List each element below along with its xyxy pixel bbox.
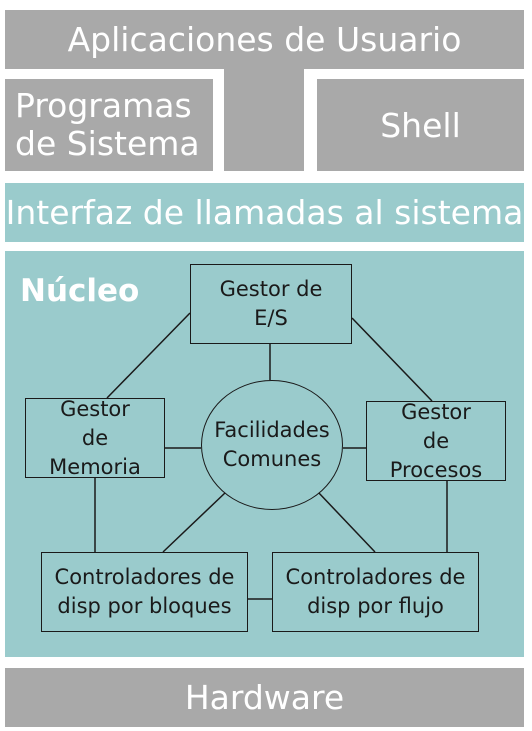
process-manager-line3: Procesos xyxy=(389,457,483,482)
common-facilities-line2: Comunes xyxy=(222,447,322,471)
user-applications-layer: Aplicaciones de Usuario xyxy=(5,10,524,69)
system-programs-label-line1: Programas xyxy=(15,86,192,125)
kernel-title: Núcleo xyxy=(20,273,140,309)
system-programs-label-line2: de Sistema xyxy=(15,124,200,163)
syscall-interface-layer: Interfaz de llamadas al sistema xyxy=(5,183,524,242)
stream-device-drivers-node: Controladores de disp por flujo xyxy=(272,552,479,632)
memory-manager-line3: Memoria xyxy=(49,454,141,479)
memory-manager-line1: Gestor xyxy=(60,396,130,421)
shell-label: Shell xyxy=(380,105,461,145)
common-facilities-node: Facilidades Comunes xyxy=(201,380,343,510)
hardware-label: Hardware xyxy=(184,678,345,717)
process-manager-line1: Gestor xyxy=(401,399,471,424)
io-manager-line2: E/S xyxy=(254,306,288,330)
system-programs-layer: Programas de Sistema xyxy=(5,79,213,171)
edge-io-memory xyxy=(106,312,191,399)
user-applications-label: Aplicaciones de Usuario xyxy=(67,20,462,59)
process-manager-node: Gestor de Procesos xyxy=(366,399,506,482)
edge-core-block xyxy=(162,491,227,553)
io-manager-node: Gestor de E/S xyxy=(190,264,352,344)
memory-manager-node: Gestor de Memoria xyxy=(25,396,165,479)
block-device-drivers-node: Controladores de disp por bloques xyxy=(41,552,248,632)
hardware-layer: Hardware xyxy=(5,668,524,727)
memory-manager-line2: de xyxy=(81,425,109,450)
process-manager-line2: de xyxy=(422,428,450,453)
syscall-interface-label: Interfaz de llamadas al sistema xyxy=(5,193,524,232)
connector-block xyxy=(224,69,304,171)
stream-drivers-line2: disp por flujo xyxy=(307,594,444,618)
io-manager-line1: Gestor de xyxy=(219,277,323,301)
stream-drivers-line1: Controladores de xyxy=(285,565,466,589)
edge-io-process xyxy=(351,317,433,402)
block-drivers-line1: Controladores de xyxy=(54,565,235,589)
block-drivers-line2: disp por bloques xyxy=(57,594,232,618)
common-facilities-line1: Facilidades xyxy=(214,418,330,442)
shell-layer: Shell xyxy=(317,79,524,171)
edge-core-flow xyxy=(317,491,376,553)
